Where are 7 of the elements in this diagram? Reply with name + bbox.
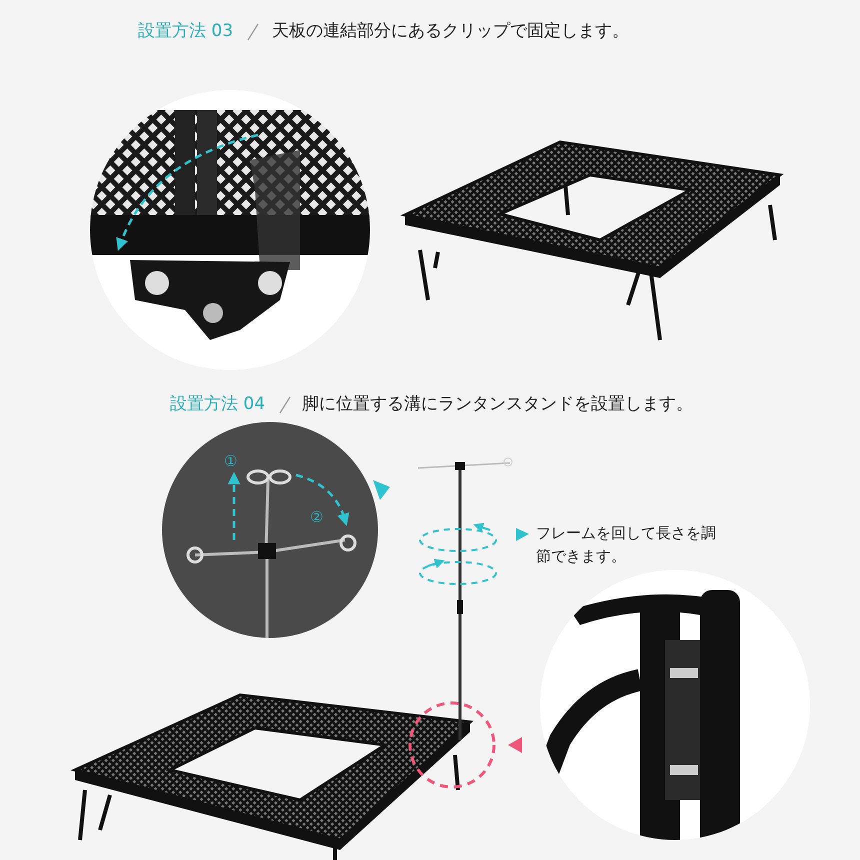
note-text: フレームを回して長さを調節できます。 (536, 523, 716, 566)
step-label: 設置方法 04 (170, 394, 266, 414)
instruction-text: 天板の連結部分にあるクリップで固定します。 (272, 21, 629, 42)
instruction-text: 脚に位置する溝にランタンスタンドを設置します。 (302, 394, 693, 414)
step-number: ① (224, 452, 238, 470)
step-label: 設置方法 03 (138, 21, 234, 42)
step-number: ② (310, 508, 324, 526)
